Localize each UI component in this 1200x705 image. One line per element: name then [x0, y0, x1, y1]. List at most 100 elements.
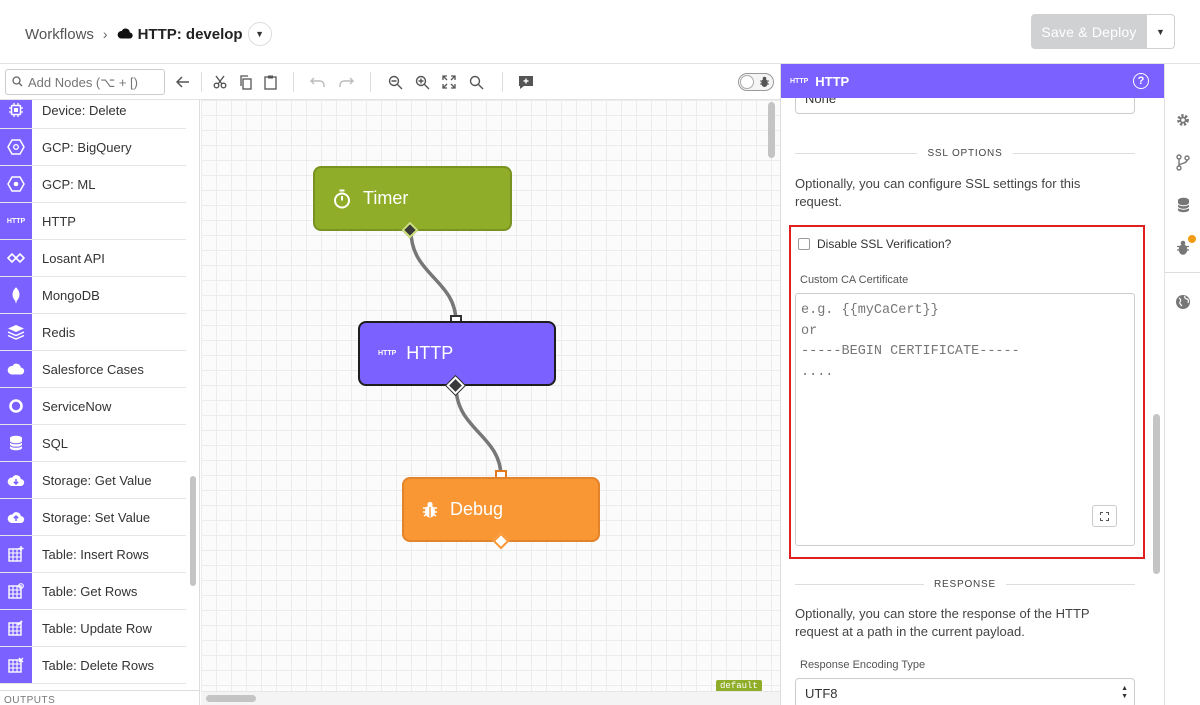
canvas-horizontal-track — [201, 691, 780, 705]
toolbar-divider — [201, 72, 202, 92]
cloud-icon — [0, 351, 32, 387]
globe-icon[interactable] — [1173, 292, 1193, 312]
add-nodes-input[interactable] — [28, 74, 153, 90]
disable-ssl-label[interactable]: Disable SSL Verification? — [817, 237, 952, 251]
timer-node[interactable]: Timer — [313, 166, 512, 231]
debug-node[interactable]: Debug — [402, 477, 600, 542]
bug-icon[interactable] — [1173, 235, 1196, 258]
timer-node-label: Timer — [363, 188, 409, 208]
palette-item[interactable]: HTTP HTTP — [0, 203, 186, 240]
connection-timer-http — [409, 230, 458, 323]
zoom-out-icon[interactable] — [385, 72, 405, 92]
toggle-switch[interactable] — [738, 73, 774, 91]
http-node[interactable]: HTTP HTTP — [358, 321, 556, 386]
palette-item[interactable]: SQL — [0, 425, 186, 462]
encoding-select[interactable]: UTF8 ▲▼ — [795, 678, 1135, 705]
toolbar-divider — [293, 72, 294, 92]
deploy-dropdown-button[interactable]: ▼ — [1147, 14, 1175, 49]
palette-item-label: Table: Update Row — [42, 620, 152, 636]
add-nodes-search[interactable] — [5, 69, 165, 95]
help-icon[interactable]: ? — [1133, 73, 1149, 89]
palette-item-label: Losant API — [42, 250, 105, 266]
outputs-section-header[interactable]: OUTPUTS — [0, 690, 199, 705]
save-deploy-button[interactable]: Save & Deploy — [1031, 14, 1147, 49]
table-icon — [0, 573, 32, 609]
paste-icon[interactable] — [260, 72, 280, 92]
canvas-toolbar — [0, 64, 780, 100]
toolbar-divider — [370, 72, 371, 92]
palette-item-label: ServiceNow — [42, 398, 112, 414]
palette-item-label: Salesforce Cases — [42, 361, 144, 377]
leaf-icon — [0, 277, 32, 313]
palette-item[interactable]: ServiceNow — [0, 388, 186, 425]
fit-icon[interactable] — [439, 72, 459, 92]
palette-item[interactable]: GCP: BigQuery — [0, 129, 186, 166]
gear-icon[interactable] — [1173, 110, 1193, 130]
palette-item-label: SQL — [42, 435, 69, 451]
undo-icon[interactable] — [308, 72, 328, 92]
ca-certificate-textarea[interactable]: e.g. {{myCaCert}} or -----BEGIN CERTIFIC… — [795, 293, 1135, 546]
palette-item-label: Table: Delete Rows — [42, 657, 154, 673]
encoding-select-value: UTF8 — [805, 686, 838, 701]
workflow-canvas[interactable]: Timer HTTP HTTP Debug default — [201, 100, 780, 705]
canvas-horizontal-scrollbar[interactable] — [206, 695, 256, 702]
expand-icon — [1100, 511, 1109, 521]
palette-item[interactable]: Storage: Set Value — [0, 499, 186, 536]
back-arrow-icon[interactable] — [173, 72, 193, 92]
comment-icon[interactable] — [516, 72, 536, 92]
palette-item[interactable]: Table: Update Row — [0, 610, 186, 647]
workflow-dropdown-button[interactable]: ▼ — [247, 22, 272, 46]
cloud-download-icon — [0, 462, 32, 498]
zoom-in-icon[interactable] — [412, 72, 432, 92]
toolbar-divider — [502, 72, 503, 92]
canvas-vertical-scrollbar[interactable] — [768, 102, 775, 158]
palette-item-label: GCP: BigQuery — [42, 139, 132, 155]
debug-node-label: Debug — [450, 499, 504, 519]
node-palette: Device: Delete GCP: BigQuery GCP: ML HTT… — [0, 100, 200, 705]
ssl-highlight-box — [789, 225, 1145, 559]
palette-item[interactable]: Redis — [0, 314, 186, 351]
palette-item[interactable]: Table: Get Rows — [0, 573, 186, 610]
ca-certificate-placeholder: e.g. {{myCaCert}} or -----BEGIN CERTIFIC… — [801, 303, 1020, 380]
deploy-group: Save & Deploy ▼ — [1031, 14, 1175, 49]
palette-item[interactable]: Table: Insert Rows — [0, 536, 186, 573]
palette-scrollbar[interactable] — [190, 476, 196, 586]
palette-item[interactable]: Device: Delete — [0, 100, 186, 129]
response-heading: RESPONSE — [934, 578, 996, 590]
http-text-icon: HTTP — [0, 203, 32, 239]
database-icon[interactable] — [1173, 195, 1193, 215]
cut-icon[interactable] — [210, 72, 230, 92]
cloud-icon — [117, 26, 133, 43]
panel-scrollbar[interactable] — [1153, 414, 1160, 574]
response-divider: RESPONSE — [795, 577, 1136, 591]
disable-ssl-checkbox[interactable] — [798, 238, 810, 250]
ring-icon — [0, 388, 32, 424]
toggle-knob — [740, 75, 754, 89]
hexagon-icon — [0, 129, 32, 165]
redo-icon[interactable] — [336, 72, 356, 92]
node-config-panel: None HTTP HTTP ? SSL OPTIONS Optionally,… — [780, 64, 1164, 705]
palette-item[interactable]: GCP: ML — [0, 166, 186, 203]
palette-item[interactable]: Losant API — [0, 240, 186, 277]
expand-editor-button[interactable] — [1092, 505, 1117, 527]
branch-icon[interactable] — [1173, 152, 1193, 172]
node-connections — [409, 230, 503, 478]
ssl-options-heading: SSL OPTIONS — [927, 147, 1003, 159]
http-tag-icon: HTTP — [378, 350, 397, 357]
palette-item-label: Redis — [42, 324, 76, 340]
palette-item[interactable]: Salesforce Cases — [0, 351, 186, 388]
table-icon — [0, 536, 32, 572]
palette-item-label: GCP: ML — [42, 176, 96, 192]
breadcrumb-workflows-link[interactable]: Workflows — [25, 25, 94, 43]
stopwatch-icon — [333, 189, 351, 209]
top-header: Workflows › HTTP: develop ▼ Save & Deplo… — [0, 0, 1200, 64]
palette-item[interactable]: Table: Delete Rows — [0, 647, 186, 684]
bug-icon — [759, 75, 770, 93]
disable-ssl-row[interactable]: Disable SSL Verification? — [798, 237, 951, 251]
ssl-options-divider: SSL OPTIONS — [795, 146, 1135, 160]
palette-item[interactable]: Storage: Get Value — [0, 462, 186, 499]
palette-item[interactable]: MongoDB — [0, 277, 186, 314]
copy-icon[interactable] — [235, 72, 255, 92]
zoom-reset-icon[interactable] — [466, 72, 486, 92]
ca-certificate-label: Custom CA Certificate — [800, 274, 909, 286]
